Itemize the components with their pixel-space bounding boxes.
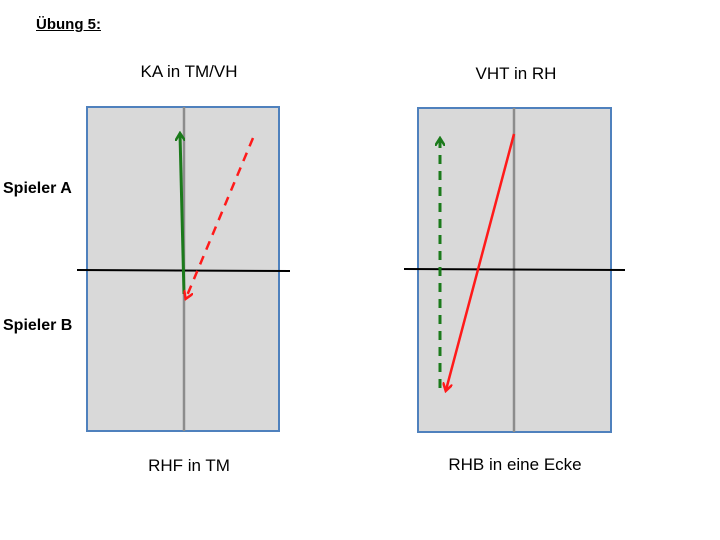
right-table-net bbox=[403, 268, 626, 271]
left-table-top-label: KA in TM/VH bbox=[140, 62, 238, 81]
left-green-solid-arrow bbox=[180, 134, 186, 295]
left-table-bottom-label: RHF in TM bbox=[148, 456, 230, 475]
player-b-label: Spieler B bbox=[3, 317, 73, 334]
right-table bbox=[403, 107, 626, 433]
exercise-title: Übung 5: bbox=[36, 16, 101, 33]
right-red-solid-arrow bbox=[446, 133, 516, 390]
left-red-dashed-arrow bbox=[186, 137, 255, 298]
right-table-top-label: VHT in RH bbox=[475, 64, 557, 83]
right-table-bottom-label: RHB in eine Ecke bbox=[448, 455, 582, 474]
player-a-label: Spieler A bbox=[3, 180, 72, 197]
left-table bbox=[76, 106, 291, 432]
